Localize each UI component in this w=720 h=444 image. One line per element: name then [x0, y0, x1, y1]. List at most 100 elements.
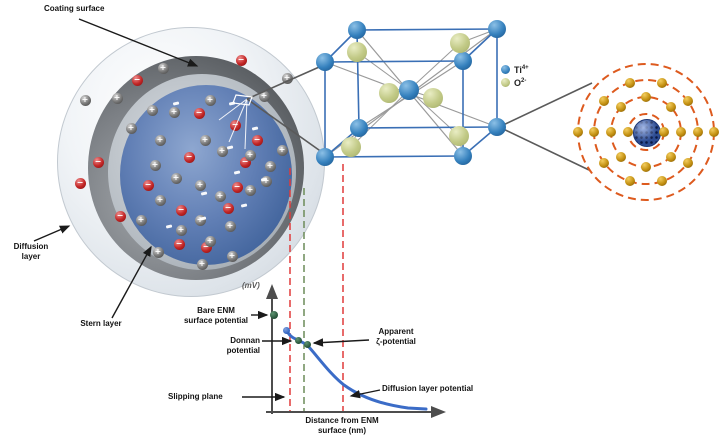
apparent-line2: ζ-potential [376, 336, 416, 346]
stern-layer-label: Stern layer [80, 319, 122, 328]
positive-ion: + [224, 220, 236, 232]
electron [598, 96, 609, 107]
donnan-line1: Donnan [230, 336, 260, 345]
ti-atom [316, 53, 334, 71]
electron [589, 127, 599, 137]
potential-marker-dot [303, 340, 311, 348]
positive-ion: + [125, 122, 137, 134]
positive-ion: + [79, 94, 91, 106]
positive-ion: + [194, 179, 206, 191]
ti-atom [488, 20, 506, 38]
bare-enm-label: Bare ENM surface potential [180, 306, 252, 325]
coating-surface-label: Coating surface [44, 4, 105, 13]
positive-ion: + [214, 190, 226, 202]
o-atom [379, 83, 399, 103]
curve-start-dot [282, 326, 290, 334]
diffusion-layer-line2: layer [21, 251, 41, 261]
nucleus [633, 119, 661, 147]
electron [598, 157, 609, 168]
electron [623, 127, 633, 137]
legend-row-o: O2- [501, 76, 529, 89]
electron [624, 176, 635, 187]
electron [641, 92, 651, 102]
x-axis-line1: Distance from ENM [305, 416, 379, 425]
potential-marker-dot [270, 311, 278, 319]
positive-ion: + [157, 62, 169, 74]
bare-enm-line1: Bare ENM [197, 306, 235, 315]
negative-ion: − [92, 156, 104, 168]
ti-legend-icon [501, 65, 510, 74]
ti-atom [454, 52, 472, 70]
negative-ion: − [114, 210, 126, 222]
negative-ion: − [175, 204, 187, 216]
electron [573, 127, 583, 137]
positive-ion: + [196, 258, 208, 270]
diffusion-layer-potential-label: Diffusion layer potential [382, 384, 474, 393]
electron [676, 127, 686, 137]
diffusion-layer-label: Diffusion layer [4, 242, 58, 261]
negative-ion: − [173, 238, 185, 250]
donnan-line2: potential [226, 345, 260, 355]
electron [616, 102, 627, 113]
apparent-zeta-label: Apparent ζ-potential [366, 327, 426, 346]
electron [657, 176, 668, 187]
positive-ion: + [204, 235, 216, 247]
positive-ion: + [204, 94, 216, 106]
ti-atom [348, 21, 366, 39]
positive-ion: + [149, 159, 161, 171]
slipping-plane-label: Slipping plane [168, 392, 223, 401]
o-atom [341, 137, 361, 157]
negative-ion: − [193, 107, 205, 119]
negative-ion: − [231, 181, 243, 193]
positive-ion: + [146, 104, 158, 116]
electron [616, 151, 627, 162]
positive-ion: + [168, 106, 180, 118]
electron [709, 127, 719, 137]
o-atom [347, 42, 367, 62]
positive-ion: + [170, 172, 182, 184]
y-axis-label: (mV) [242, 281, 260, 290]
positive-ion: + [264, 160, 276, 172]
positive-ion: + [152, 246, 164, 258]
electron [657, 77, 668, 88]
potential-marker-dot [294, 336, 302, 344]
positive-ion: + [260, 175, 272, 187]
negative-ion: − [222, 202, 234, 214]
electron [624, 77, 635, 88]
negative-ion: − [200, 241, 212, 253]
electron [641, 162, 651, 172]
positive-ion: + [226, 250, 238, 262]
positive-ion: + [175, 224, 187, 236]
x-axis-line2: surface (nm) [317, 425, 366, 435]
negative-ion: − [131, 74, 143, 86]
positive-ion: + [154, 194, 166, 206]
diffusion-layer-line1: Diffusion [13, 242, 49, 251]
bare-enm-line2: surface potential [183, 315, 248, 325]
electron [683, 96, 694, 107]
positive-ion: + [199, 134, 211, 146]
positive-ion: + [244, 184, 256, 196]
o-atom [423, 88, 443, 108]
ti-atom [399, 80, 419, 100]
negative-ion: − [239, 156, 251, 168]
electron [693, 127, 703, 137]
ti-legend-text: Ti4+ [514, 64, 529, 75]
positive-ion: + [216, 145, 228, 157]
positive-ion: + [135, 214, 147, 226]
electron [665, 151, 676, 162]
ti-atom [350, 119, 368, 137]
ti-atom [488, 118, 506, 136]
o-atom [449, 126, 469, 146]
electron [659, 127, 669, 137]
o-legend-icon [501, 78, 510, 87]
o-legend-text: O2- [514, 77, 527, 88]
electron [683, 157, 694, 168]
negative-ion: − [235, 54, 247, 66]
positive-ion: + [154, 134, 166, 146]
electron [665, 102, 676, 113]
apparent-line1: Apparent [378, 327, 414, 336]
electron [606, 127, 616, 137]
crystal-legend: Ti4+ O2- [501, 63, 529, 89]
